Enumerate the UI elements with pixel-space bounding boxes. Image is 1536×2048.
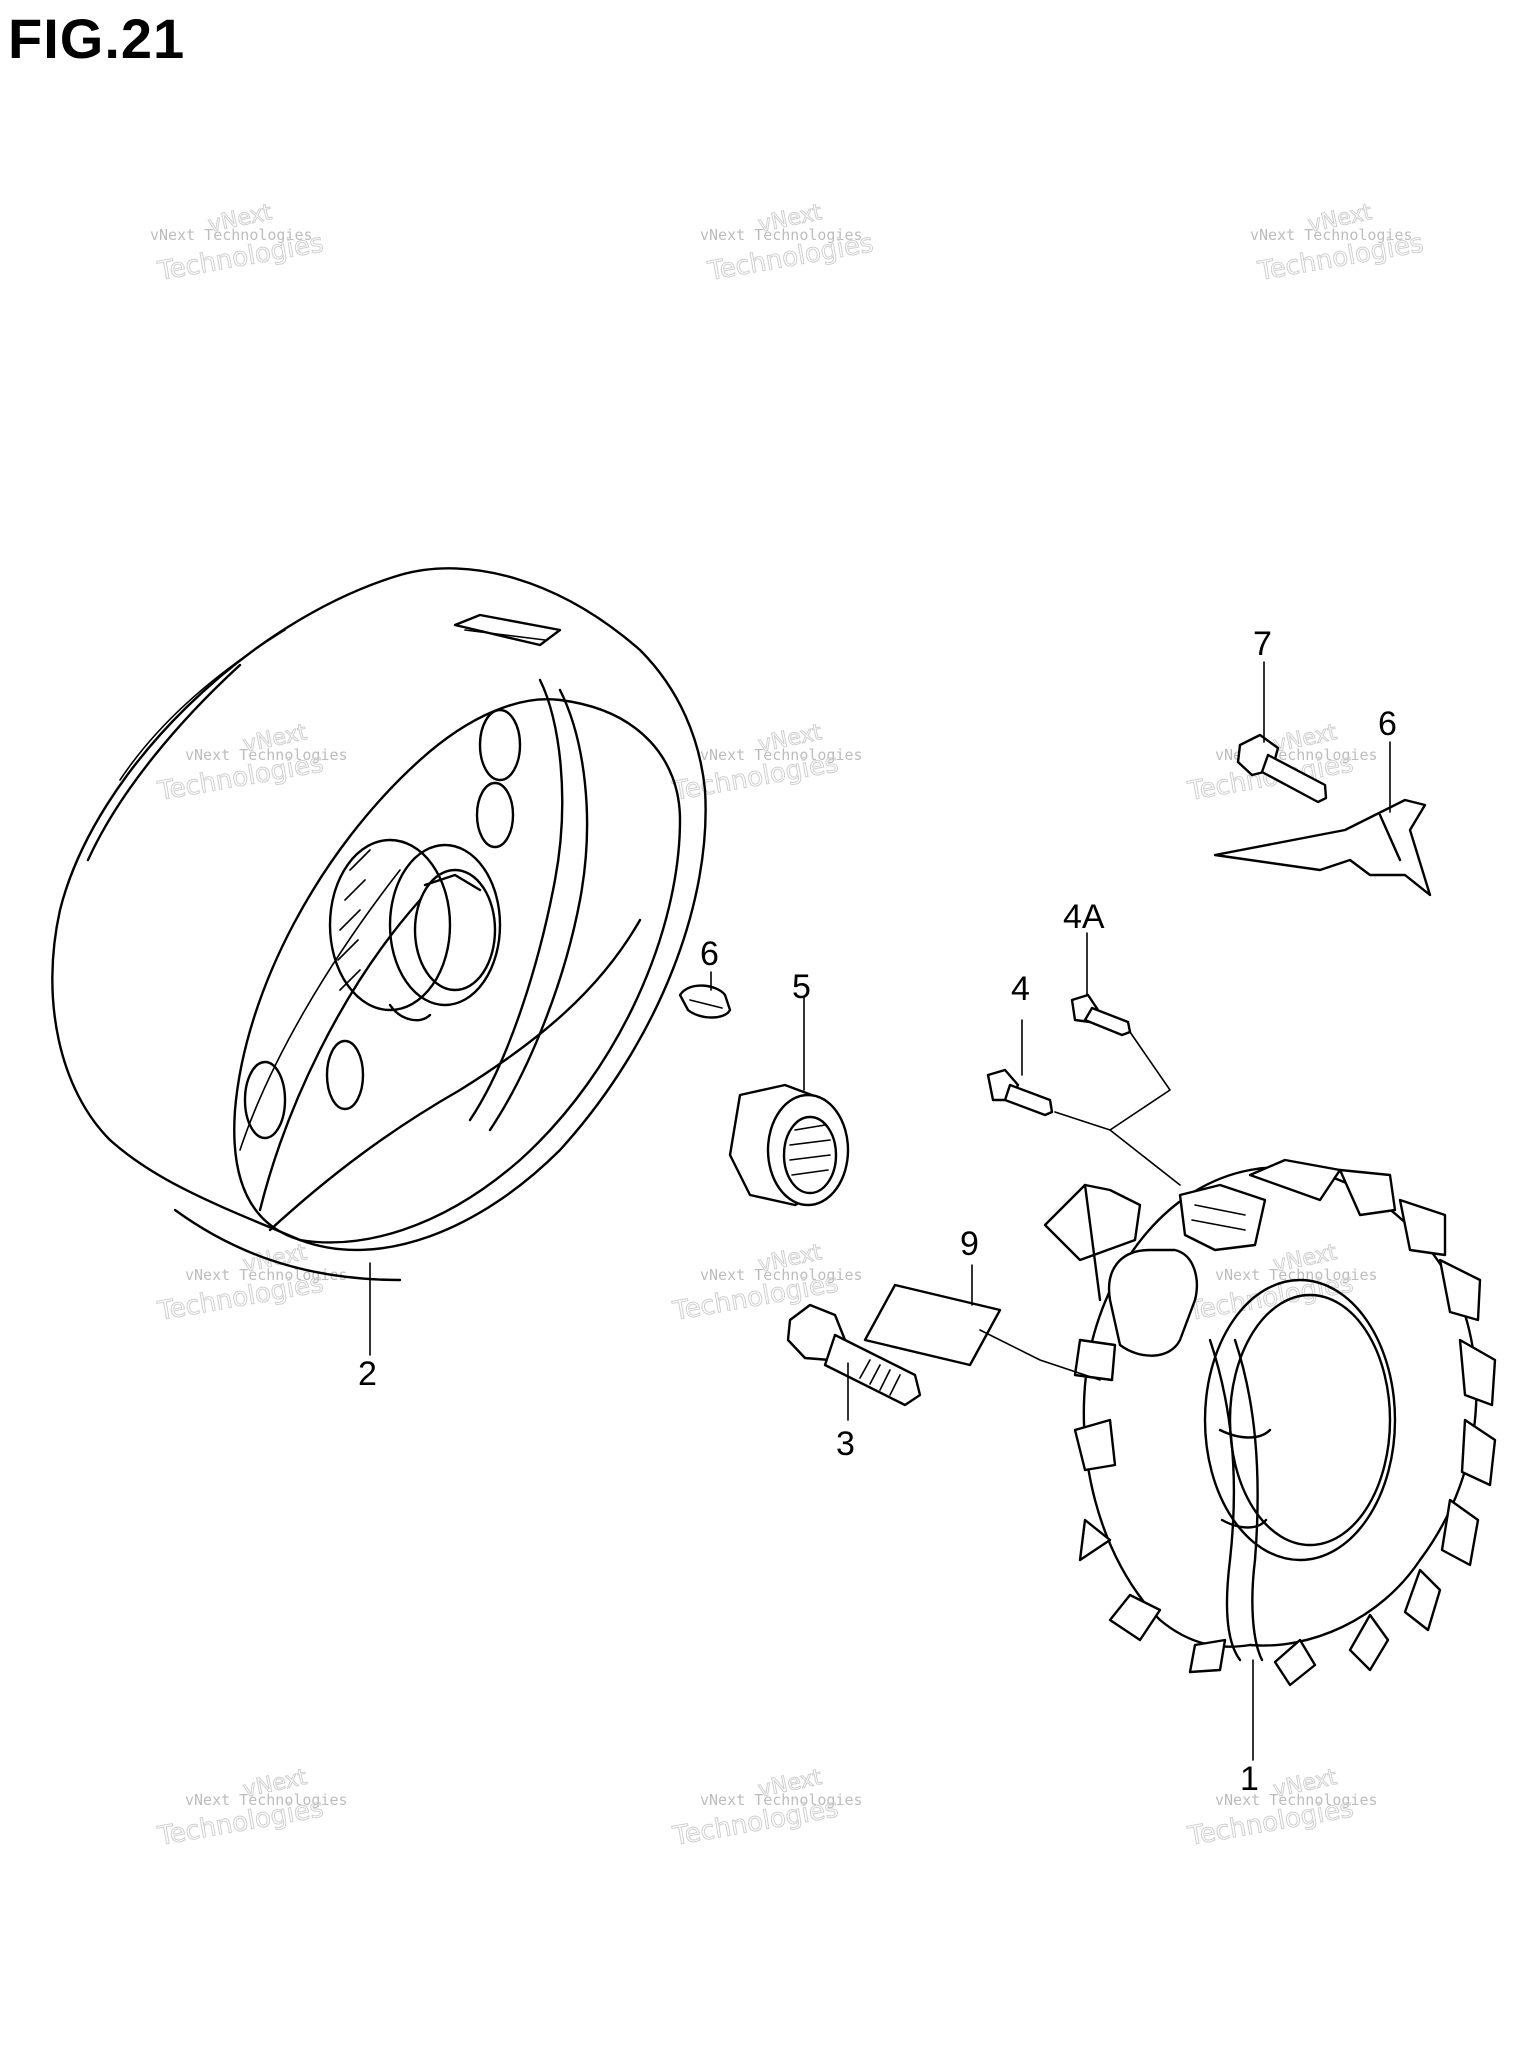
- part-4a-screw: [1070, 993, 1132, 1037]
- watermark: vNext vNext Technologies Technologies: [155, 1764, 348, 1852]
- part-3-bolt: [786, 1303, 922, 1407]
- part-label-4: 4: [1011, 970, 1030, 1008]
- part-9-label: [863, 1283, 1002, 1367]
- watermark-text: vNext Technologies: [700, 226, 863, 244]
- watermark-text: vNext Technologies: [1215, 1266, 1378, 1284]
- watermark: vNext vNext Technologies Technologies: [670, 1764, 863, 1852]
- part-label-1: 1: [1240, 1760, 1259, 1798]
- watermark-text: vNext Technologies: [700, 1266, 863, 1284]
- watermark: vNext vNext Technologies Technologies: [1250, 199, 1426, 287]
- part-6-key: [678, 984, 732, 1019]
- part-7-clamp: [1213, 798, 1432, 897]
- watermark-text: vNext Technologies: [700, 1791, 863, 1809]
- part-4-screw: [986, 1068, 1054, 1117]
- watermark: vNext vNext Technologies Technologies: [700, 199, 876, 287]
- part-label-7: 6: [1378, 705, 1397, 743]
- watermark-text: vNext Technologies: [700, 746, 863, 764]
- watermark-text: vNext Technologies: [1215, 1791, 1378, 1809]
- watermark-text: vNext Technologies: [185, 1791, 348, 1809]
- part-label-6: 6: [700, 935, 719, 973]
- part-label-5: 5: [792, 968, 811, 1006]
- watermark: vNext vNext Technologies Technologies: [670, 719, 863, 807]
- part-1-stator: [1043, 1158, 1497, 1687]
- watermark: vNext vNext Technologies Technologies: [155, 719, 348, 807]
- part-label-9: 9: [960, 1225, 979, 1263]
- watermark: vNext vNext Technologies Technologies: [1185, 1764, 1378, 1852]
- part-label-4a: 4A: [1063, 898, 1105, 936]
- part-label-8: 7: [1253, 625, 1272, 663]
- watermark-text: vNext Technologies: [1250, 226, 1413, 244]
- figure-title: FIG.21: [8, 7, 186, 70]
- watermark-layer: vNext vNext Technologies Technologies vN…: [150, 199, 1426, 1852]
- part-5-nut: [728, 1083, 850, 1207]
- part-label-2: 2: [358, 1355, 377, 1393]
- part-2-rotor: [51, 567, 707, 1282]
- watermark-text: vNext Technologies: [150, 226, 313, 244]
- part-labels: 7 6 4A 4 9 6 4A 4A 9 3 2 1: [358, 625, 1397, 1798]
- watermark: vNext vNext Technologies Technologies: [150, 199, 326, 287]
- leader-lines: [369, 661, 1391, 1761]
- part-8-bolt: [1236, 733, 1328, 804]
- part-label-3: 3: [836, 1425, 855, 1463]
- watermark-text: vNext Technologies: [185, 746, 348, 764]
